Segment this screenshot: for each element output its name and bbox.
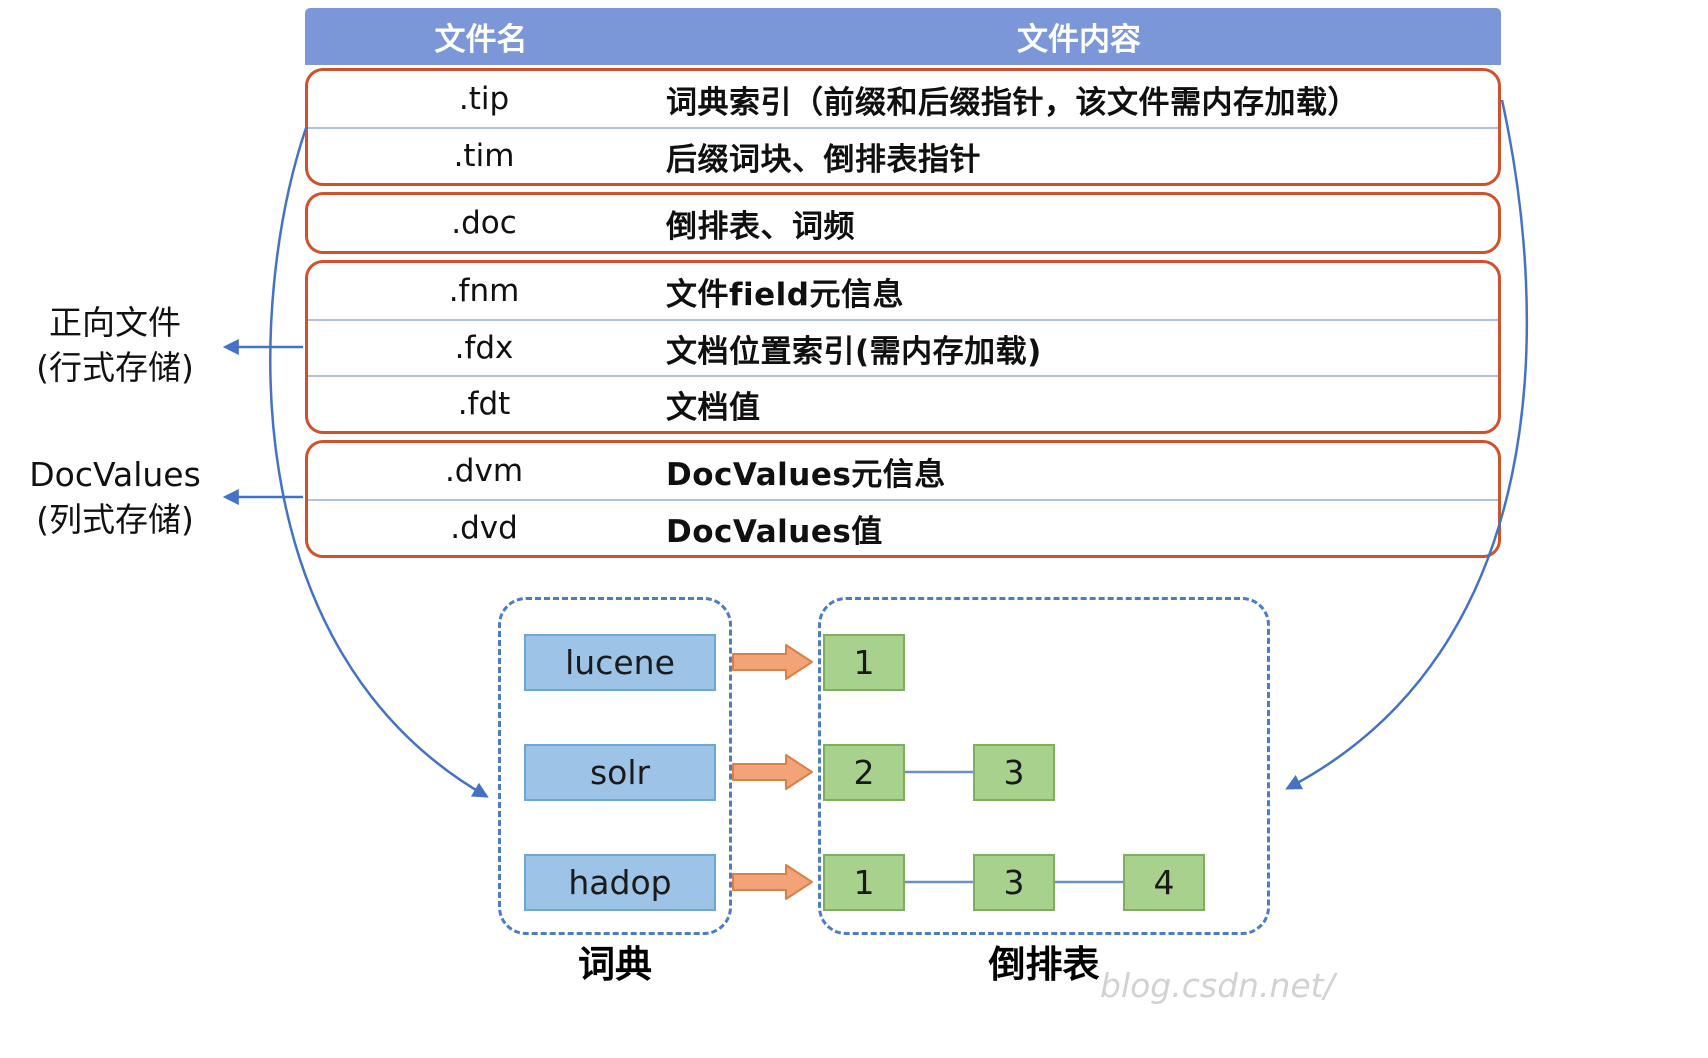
- postings-box: [818, 597, 1270, 935]
- file-extension: .fdt: [457, 386, 511, 422]
- table-row-doc: .doc 倒排表、词频: [308, 195, 1498, 251]
- table-row-fdt: .fdt 文档值: [308, 375, 1498, 431]
- term-arrow-icon-lucene: [732, 644, 813, 680]
- row-group-docvalues: .dvm DocValues元信息 .dvd DocValues值: [305, 440, 1501, 558]
- forward-files-title: 正向文件: [49, 303, 181, 342]
- postings-label: 倒排表: [988, 943, 1100, 986]
- column-header-content: 文件内容: [1017, 22, 1141, 58]
- file-extension: .dvd: [450, 510, 518, 546]
- term-lucene: lucene: [524, 634, 716, 691]
- column-header-filename: 文件名: [434, 22, 528, 58]
- row-group-term-index: .tip 词典索引（前缀和后缀指针，该文件需内存加载） .tim 后缀词块、倒排…: [305, 68, 1501, 186]
- docvalues-subtitle: (列式存储): [36, 500, 194, 539]
- file-description: 文档值: [666, 389, 761, 426]
- file-extension: .fdx: [454, 330, 514, 366]
- watermark: blog.csdn.net/: [1100, 966, 1335, 1005]
- file-description: 词典索引（前缀和后缀指针，该文件需内存加载）: [666, 84, 1359, 121]
- table-row-dvm: .dvm DocValues元信息: [308, 443, 1498, 499]
- posting-doc: 2: [823, 744, 905, 801]
- posting-doc: 3: [973, 854, 1055, 911]
- file-description: DocValues值: [666, 513, 883, 550]
- dictionary-box: [498, 597, 732, 935]
- table-row-tip: .tip 词典索引（前缀和后缀指针，该文件需内存加载）: [308, 71, 1498, 127]
- forward-files-label: 正向文件 (行式存储): [10, 300, 220, 390]
- row-group-forward-files: .fnm 文件field元信息 .fdx 文档位置索引(需内存加载) .fdt …: [305, 260, 1501, 434]
- row-group-postings: .doc 倒排表、词频: [305, 192, 1501, 254]
- term-arrow-icon-solr: [732, 754, 813, 790]
- table-row-tim: .tim 后缀词块、倒排表指针: [308, 127, 1498, 183]
- file-description: 文件field元信息: [666, 276, 904, 313]
- file-table: 文件名 文件内容 .tip 词典索引（前缀和后缀指针，该文件需内存加载） .ti…: [305, 8, 1501, 558]
- file-description: DocValues元信息: [666, 456, 946, 493]
- table-row-fnm: .fnm 文件field元信息: [308, 263, 1498, 319]
- docvalues-title: DocValues: [29, 455, 201, 494]
- posting-doc: 4: [1123, 854, 1205, 911]
- forward-files-subtitle: (行式存储): [36, 348, 194, 387]
- term-arrow-icon-hadop: [732, 864, 813, 900]
- dictionary-label: 词典: [578, 943, 652, 986]
- posting-doc: 1: [823, 634, 905, 691]
- file-description: 后缀词块、倒排表指针: [666, 141, 981, 178]
- term-solr: solr: [524, 744, 716, 801]
- table-row-dvd: .dvd DocValues值: [308, 499, 1498, 555]
- file-extension: .doc: [451, 205, 517, 241]
- posting-doc: 1: [823, 854, 905, 911]
- file-description: 倒排表、词频: [666, 208, 855, 245]
- posting-doc: 3: [973, 744, 1055, 801]
- file-extension: .tim: [453, 138, 515, 174]
- term-hadop: hadop: [524, 854, 716, 911]
- file-description: 文档位置索引(需内存加载): [666, 333, 1042, 370]
- table-header: 文件名 文件内容: [305, 8, 1501, 65]
- file-extension: .tip: [458, 81, 510, 117]
- file-extension: .dvm: [444, 453, 524, 489]
- docvalues-label: DocValues (列式存储): [10, 452, 220, 542]
- file-extension: .fnm: [448, 273, 520, 309]
- table-row-fdx: .fdx 文档位置索引(需内存加载): [308, 319, 1498, 375]
